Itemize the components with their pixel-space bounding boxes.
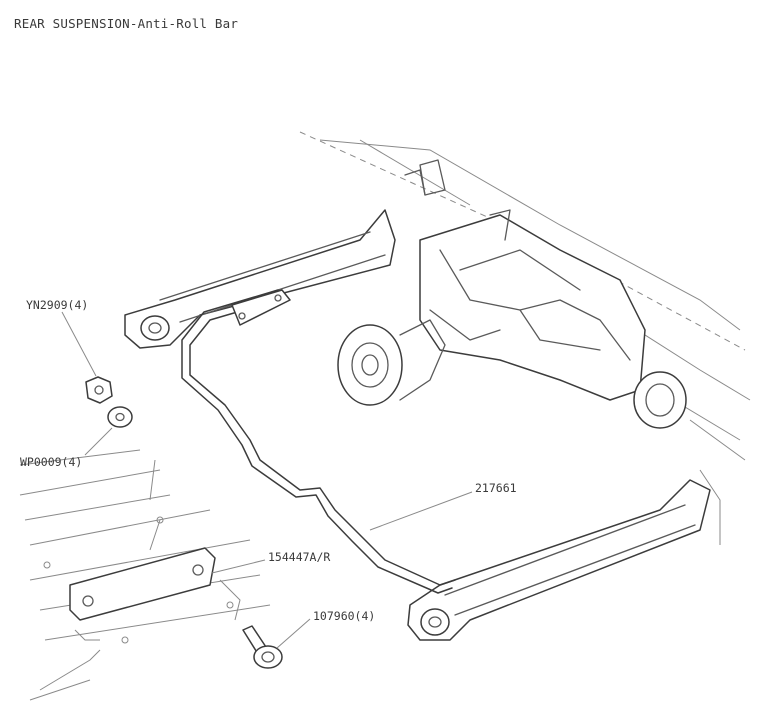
- callout-washer: WP0009(4): [20, 455, 82, 469]
- washer: [107, 406, 133, 428]
- callout-bolt: 107960(4): [313, 609, 375, 623]
- nut: [85, 376, 113, 404]
- bolt: [242, 625, 283, 669]
- callout-nut: YN2909(4): [26, 298, 88, 312]
- right-trailing-arm: [407, 469, 721, 641]
- diagram-title: REAR SUSPENSION-Anti-Roll Bar: [14, 16, 239, 31]
- left-trailing-arm: [124, 209, 396, 349]
- differential-housing: [337, 159, 687, 429]
- anti-roll-bar: [181, 289, 456, 594]
- clamp-plate: [69, 547, 216, 621]
- leader-lines: [61, 311, 473, 649]
- callout-anti-roll-bar: 217661: [475, 481, 517, 495]
- callout-clamp: 154447A/R: [268, 550, 330, 564]
